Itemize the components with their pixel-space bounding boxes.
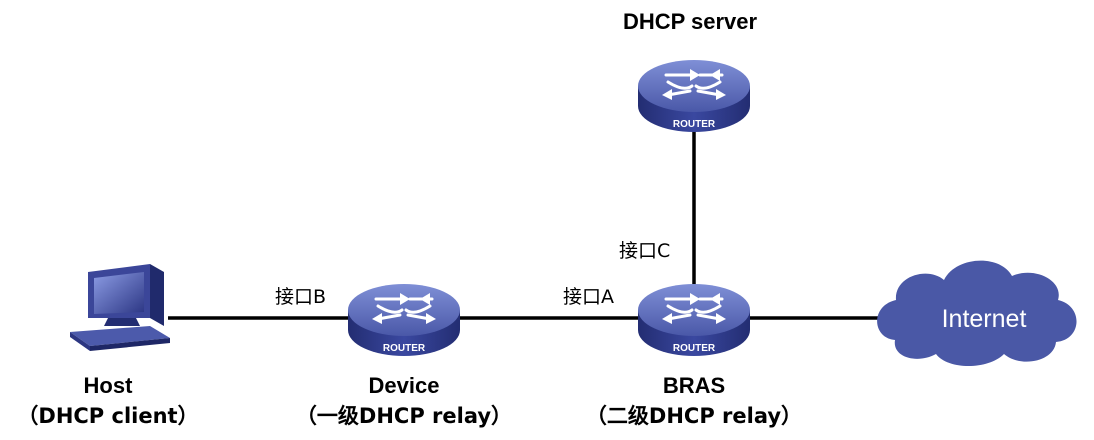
device-sublabel: （一级DHCP relay） [296, 404, 512, 428]
host-label: Host [84, 373, 134, 398]
router-badge: ROUTER [673, 119, 716, 130]
internet-label: Internet [942, 305, 1027, 333]
interface-a-label: 接口A [563, 286, 614, 308]
bras-sublabel: （二级DHCP relay） [586, 404, 802, 428]
dhcp-server-label: DHCP server [623, 9, 758, 34]
router-dhcp-server: ROUTER [638, 60, 750, 132]
device-label: Device [369, 373, 440, 398]
router-badge: ROUTER [383, 343, 426, 354]
host-sublabel: （DHCP client） [17, 404, 198, 428]
interface-b-label: 接口B [275, 286, 326, 308]
host-computer-icon [70, 264, 170, 351]
router-device: ROUTER [348, 284, 460, 356]
connections [168, 128, 884, 320]
interface-c-label: 接口C [619, 240, 670, 262]
internet-cloud-icon: Internet [877, 260, 1077, 366]
bras-label: BRAS [663, 373, 725, 398]
router-bras: ROUTER [638, 284, 750, 356]
router-badge: ROUTER [673, 343, 716, 354]
